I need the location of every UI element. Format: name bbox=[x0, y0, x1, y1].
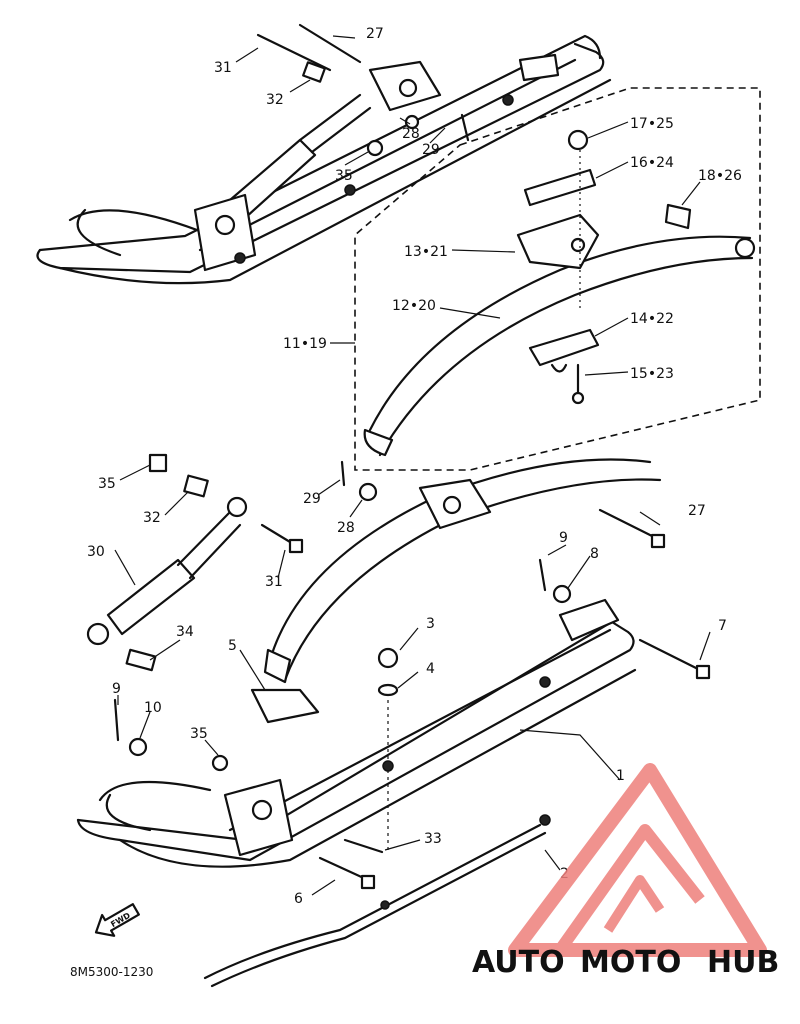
callout-35-top: 35 bbox=[335, 168, 353, 184]
callout-28-mid: 28 bbox=[337, 520, 355, 536]
callout-1: 1 bbox=[616, 768, 625, 784]
top-ski-assembly bbox=[36, 23, 612, 285]
callout-27-mid: 27 bbox=[688, 503, 706, 519]
callout-29-mid: 29 bbox=[303, 491, 321, 507]
callout-35-mid: 35 bbox=[98, 476, 116, 492]
callout-5: 5 bbox=[228, 638, 237, 654]
callout-31-top: 31 bbox=[214, 60, 232, 76]
callout-18-26: 18•26 bbox=[698, 168, 742, 184]
callout-14-22: 14•22 bbox=[630, 311, 674, 327]
watermark-hub: HUB bbox=[707, 945, 779, 980]
diagram-code: 8M5300-1230 bbox=[70, 965, 153, 979]
callout-33: 33 bbox=[424, 831, 442, 847]
callout-13-21: 13•21 bbox=[404, 244, 448, 260]
callout-16-24: 16•24 bbox=[630, 155, 674, 171]
callout-11-19: 11•19 bbox=[283, 336, 327, 352]
exploded-parts bbox=[86, 453, 711, 850]
callout-9-right: 9 bbox=[559, 530, 568, 546]
callout-28-top: 28 bbox=[402, 126, 420, 142]
callout-labels: 27 31 32 28 29 35 17•25 16•24 18•26 13•2… bbox=[87, 26, 742, 907]
callout-29-top: 29 bbox=[422, 142, 440, 158]
callout-8: 8 bbox=[590, 546, 599, 562]
callout-7: 7 bbox=[718, 618, 727, 634]
bottom-ski bbox=[76, 598, 637, 988]
callout-9-left: 9 bbox=[112, 681, 121, 697]
leader-lines bbox=[114, 35, 711, 896]
callout-6: 6 bbox=[294, 891, 303, 907]
callout-12-20: 12•20 bbox=[392, 298, 436, 314]
callout-4: 4 bbox=[426, 661, 435, 677]
callout-17-25: 17•25 bbox=[630, 116, 674, 132]
fwd-arrow: FWD bbox=[94, 903, 140, 937]
callout-35-low: 35 bbox=[190, 726, 208, 742]
callout-32-mid: 32 bbox=[143, 510, 161, 526]
callout-15-23: 15•23 bbox=[630, 366, 674, 382]
callout-10: 10 bbox=[144, 700, 162, 716]
callout-3: 3 bbox=[426, 616, 435, 632]
automotohub-logo-icon bbox=[508, 763, 767, 957]
watermark-auto: AUTO bbox=[472, 945, 565, 980]
callout-34: 34 bbox=[176, 624, 194, 640]
callout-27-top: 27 bbox=[366, 26, 384, 42]
automotohub-watermark: AUTO MOTO HUB bbox=[472, 763, 779, 980]
callout-31-mid: 31 bbox=[265, 574, 283, 590]
callout-32-top: 32 bbox=[266, 92, 284, 108]
watermark-moto: MOTO bbox=[580, 945, 681, 980]
leaf-spring-group bbox=[354, 87, 761, 471]
callout-30: 30 bbox=[87, 544, 105, 560]
